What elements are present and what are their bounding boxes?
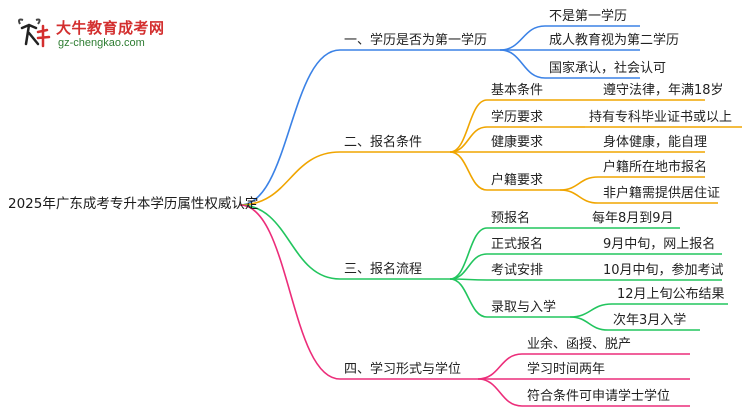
branch-3-node: 三、报名流程 [344, 262, 423, 277]
b2-item-4-leaf-1-link [559, 176, 599, 191]
b3-item-1-leaf: 每年8月到9月 [592, 211, 674, 226]
b4-leaf-1-link [477, 353, 523, 380]
b4-leaf-3-link [477, 378, 523, 407]
b1-leaf-1-link [499, 25, 546, 51]
branch-1-node: 一、学历是否为第一学历 [344, 33, 488, 48]
b3-item-4-leaf-1-link [569, 303, 613, 318]
b2-item-4-leaf-2-link [559, 189, 599, 204]
branch-2-node: 二、报名条件 [344, 135, 423, 150]
b3-item-4: 录取与入学 [491, 300, 557, 315]
b2-item-4-link [449, 151, 488, 191]
branch-4-node: 四、学习形式与学位 [344, 362, 462, 377]
b2-item-3: 健康要求 [491, 135, 544, 150]
b4-leaf-3: 符合条件可申请学士学位 [527, 389, 671, 404]
b2-item-2-link [449, 126, 488, 153]
root-to-branch-3 [239, 204, 341, 280]
logo-name: 大牛教育成考网 [56, 19, 165, 37]
b3-item-4-leaf-2: 次年3月入学 [613, 313, 687, 328]
b1-leaf-2: 成人教育视为第二学历 [549, 33, 680, 48]
b2-item-4-leaf-1: 户籍所在地市报名 [603, 160, 708, 175]
b3-item-2-leaf: 9月中旬，网上报名 [603, 237, 716, 252]
b2-item-1: 基本条件 [491, 83, 544, 98]
b2-item-1-leaf: 遵守法律，年满18岁 [603, 83, 724, 98]
b3-item-3-leaf: 10月中旬，参加考试 [603, 263, 724, 278]
b1-leaf-3: 国家承认，社会认可 [549, 61, 667, 76]
b3-item-4-leaf-2-link [569, 316, 609, 331]
b2-item-3-leaf: 身体健康，能自理 [603, 135, 708, 150]
b2-item-2-leaf: 持有专科毕业证书或以上 [589, 110, 733, 125]
b3-item-4-leaf-1: 12月上旬公布结果 [617, 287, 725, 302]
b3-item-1: 预报名 [491, 211, 531, 226]
logo-url: gz-chengkao.com [58, 37, 145, 49]
b3-item-1-link [449, 227, 488, 280]
bull-logo-icon [18, 18, 51, 48]
b3-item-2-link [449, 253, 488, 280]
b4-leaf-1: 业余、函授、脱产 [527, 337, 632, 352]
site-logo[interactable]: 大牛教育成考网 gz-chengkao.com [14, 16, 184, 52]
root-to-branch-2 [239, 151, 341, 206]
b2-item-2: 学历要求 [491, 110, 544, 125]
b2-item-1-link [449, 99, 488, 153]
root-to-branch-4 [239, 204, 341, 380]
b2-item-4-leaf-2: 非户籍需提供居住证 [603, 186, 721, 201]
b3-item-3: 考试安排 [491, 263, 544, 278]
root-node: 2025年广东成考专升本学历属性权威认定 [8, 196, 259, 212]
b2-item-4: 户籍要求 [491, 173, 544, 188]
b3-item-2: 正式报名 [491, 237, 544, 252]
root-to-branch-1 [239, 49, 341, 206]
b1-leaf-1: 不是第一学历 [549, 9, 628, 24]
b3-item-4-link [449, 278, 488, 318]
b1-leaf-3-link [499, 49, 546, 79]
b4-leaf-2: 学习时间两年 [527, 362, 606, 377]
